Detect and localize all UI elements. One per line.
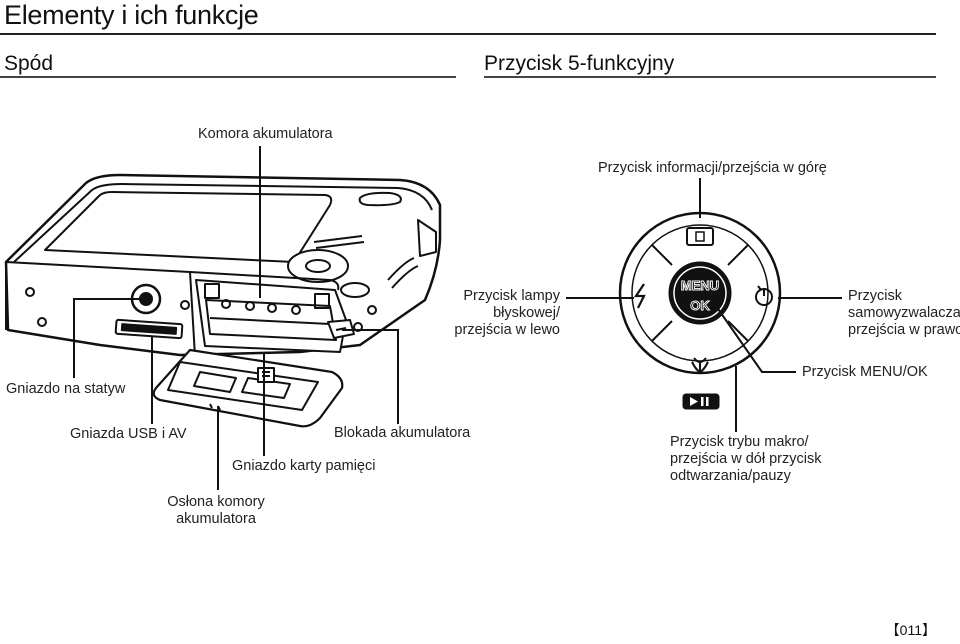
- label-flash-left-line1: Przycisk lampy: [463, 288, 560, 304]
- label-timer-right: Przycisk samowyzwalacza/ przejścia w pra…: [848, 288, 960, 339]
- label-battery-cover-line2: akumulatora: [176, 511, 256, 527]
- label-macro-down-line1: Przycisk trybu makro/: [670, 434, 809, 450]
- five-way-button-illustration: [618, 211, 782, 410]
- label-timer-right-line2: samowyzwalacza/: [848, 305, 960, 321]
- label-flash-left: Przycisk lampy błyskowej/ przejścia w le…: [430, 288, 560, 339]
- page-number: 【011】: [885, 622, 936, 638]
- label-battery-chamber: Komora akumulatora: [198, 126, 333, 142]
- label-macro-down-line3: odtwarzania/pauzy: [670, 468, 791, 484]
- title-divider: [0, 33, 936, 35]
- label-memory-card-slot: Gniazdo karty pamięci: [232, 458, 376, 474]
- menu-button-text: MENU: [681, 278, 719, 293]
- label-usb-av: Gniazda USB i AV: [70, 426, 187, 442]
- section-heading-5way: Przycisk 5-funkcyjny: [484, 52, 675, 75]
- label-battery-cover: Osłona komory akumulatora: [166, 494, 266, 528]
- label-macro-down-line2: przejścia w dół przycisk: [670, 451, 822, 467]
- five-way-leader-lines: [566, 178, 842, 432]
- label-battery-cover-line1: Osłona komory: [167, 494, 265, 510]
- label-timer-right-line3: przejścia w prawo: [848, 322, 960, 338]
- label-flash-left-line2: błyskowej/: [493, 305, 560, 321]
- section-heading-bottom: Spód: [4, 52, 54, 75]
- label-menu-ok: Przycisk MENU/OK: [802, 364, 928, 380]
- label-tripod-socket: Gniazdo na statyw: [6, 381, 126, 397]
- section-divider-bottom: [0, 76, 456, 78]
- label-timer-right-line1: Przycisk: [848, 288, 902, 304]
- label-battery-lock: Blokada akumulatora: [334, 425, 471, 441]
- label-flash-left-line3: przejścia w lewo: [454, 322, 560, 338]
- ok-button-text: OK: [690, 298, 710, 313]
- page-number-value: 011: [899, 622, 922, 638]
- page-title: Elementy i ich funkcje: [4, 0, 259, 30]
- camera-leader-lines: [73, 146, 399, 490]
- label-info-up: Przycisk informacji/przejścia w górę: [598, 160, 827, 176]
- label-macro-down: Przycisk trybu makro/ przejścia w dół pr…: [670, 434, 822, 485]
- section-divider-5way: [484, 76, 936, 78]
